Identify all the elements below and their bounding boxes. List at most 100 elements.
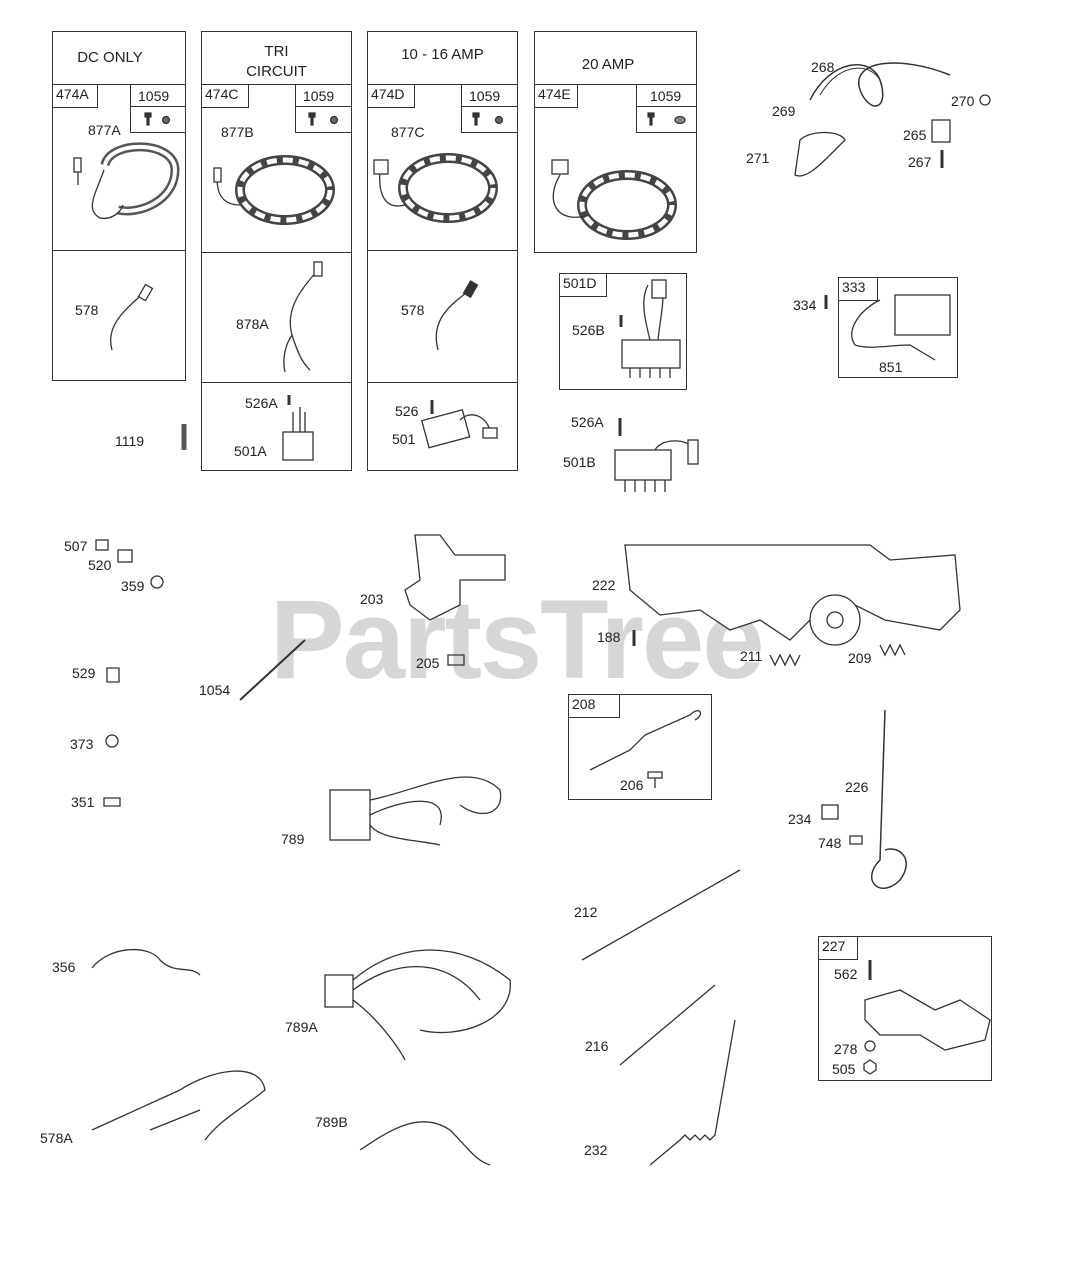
callout-226: 226 [845,779,869,795]
column-header-20-amp: 20 AMP [581,56,635,73]
callout-877A: 877A [88,122,121,138]
hardware-code-16: 1059 [469,88,501,104]
callout-526A-tri: 526A [245,395,278,411]
callout-356: 356 [52,959,76,975]
regulator-501A [282,395,314,461]
stator-474c [213,155,335,225]
wire-878A [283,269,319,373]
callout-526A-right: 526A [571,414,604,430]
washer-278 [864,1040,876,1052]
callout-271: 271 [746,150,770,166]
screw-206 [647,771,663,788]
box-code-333: 333 [838,277,878,301]
hardware-box-tri [295,84,352,133]
callout-578-dc: 578 [75,302,99,318]
box-208 [568,694,712,800]
clip-507 [95,539,109,551]
regulator-501B [614,418,699,492]
callout-529: 529 [72,665,96,681]
callout-206: 206 [620,777,644,793]
callout-507: 507 [64,538,88,554]
callout-748: 748 [818,835,842,851]
bracket-203 [404,534,506,621]
callout-267: 267 [908,154,932,170]
clamp-271 [794,131,846,177]
callout-270: 270 [951,93,975,109]
callout-212: 212 [574,904,598,920]
callout-520: 520 [88,557,112,573]
callout-562: 562 [834,966,858,982]
stator-code-474c: 474C [201,84,249,108]
callout-205: 205 [416,655,440,671]
callout-222: 222 [592,577,616,593]
column-header-dc-only: DC ONLY [77,49,143,66]
callout-278: 278 [834,1041,858,1057]
callout-526: 526 [395,403,419,419]
box-code-501d: 501D [559,273,607,297]
callout-1054: 1054 [199,682,231,698]
callout-789A: 789A [285,1019,318,1035]
bracket-222 [624,544,961,641]
callout-851: 851 [879,359,903,375]
hardware-box-dc [130,84,186,133]
callout-203: 203 [360,591,384,607]
spring-209 [879,643,906,657]
callout-334: 334 [793,297,817,313]
rod-226 [870,709,907,890]
hardware-code-tri: 1059 [303,88,335,104]
callout-789B: 789B [315,1114,348,1130]
link-rod-208 [589,710,702,771]
callout-269: 269 [772,103,796,119]
ignition-coil-333 [824,294,951,361]
column-dc-only [52,31,186,381]
column-header-10-16-amp: 10 - 16 AMP [401,46,484,63]
callout-505: 505 [832,1061,856,1077]
callout-877B: 877B [221,124,254,140]
callout-234: 234 [788,811,812,827]
nut-505 [863,1059,877,1075]
box-code-227: 227 [818,936,858,960]
callout-1119: 1119 [115,433,145,449]
cable-268 [809,62,951,107]
callout-209: 209 [848,650,872,666]
bolt-205 [447,654,465,666]
callout-268: 268 [811,59,835,75]
callout-501: 501 [392,431,416,447]
hardware-code-dc: 1059 [138,88,170,104]
callout-501A: 501A [234,443,267,459]
callout-373: 373 [70,736,94,752]
cable-268-inner [819,67,883,96]
harness-789 [329,776,502,846]
harness-789A [324,949,511,1061]
callout-578-16: 578 [401,302,425,318]
hardware-box-16 [461,84,518,133]
column-10-16-amp [367,31,518,471]
hardware-box-20 [636,84,697,133]
stator-474d [373,153,498,223]
column-tri-circuit [201,31,352,471]
column-20-amp [534,31,697,253]
washer-359 [150,575,164,589]
bracket-520 [117,549,133,563]
callout-526B: 526B [572,322,605,338]
stator-code-474a: 474A [52,84,98,108]
box-code-208: 208 [568,694,620,718]
callout-265: 265 [903,127,927,143]
stator-474a [73,142,180,220]
callout-578A: 578A [40,1130,73,1146]
cable-tie-1054 [239,639,306,701]
wire-578-16 [435,289,471,351]
box-333 [838,277,958,378]
callout-501B: 501B [563,454,596,470]
stator-474e [551,159,677,240]
box-501d [559,273,687,390]
column-header-tri-1: TRI [264,43,289,60]
clip-234 [821,804,839,820]
column-header-tri-2: CIRCUIT [246,63,307,80]
callout-878A: 878A [236,316,269,332]
callout-351: 351 [71,794,95,810]
brake-227 [864,989,991,1051]
screw-748 [849,835,863,845]
